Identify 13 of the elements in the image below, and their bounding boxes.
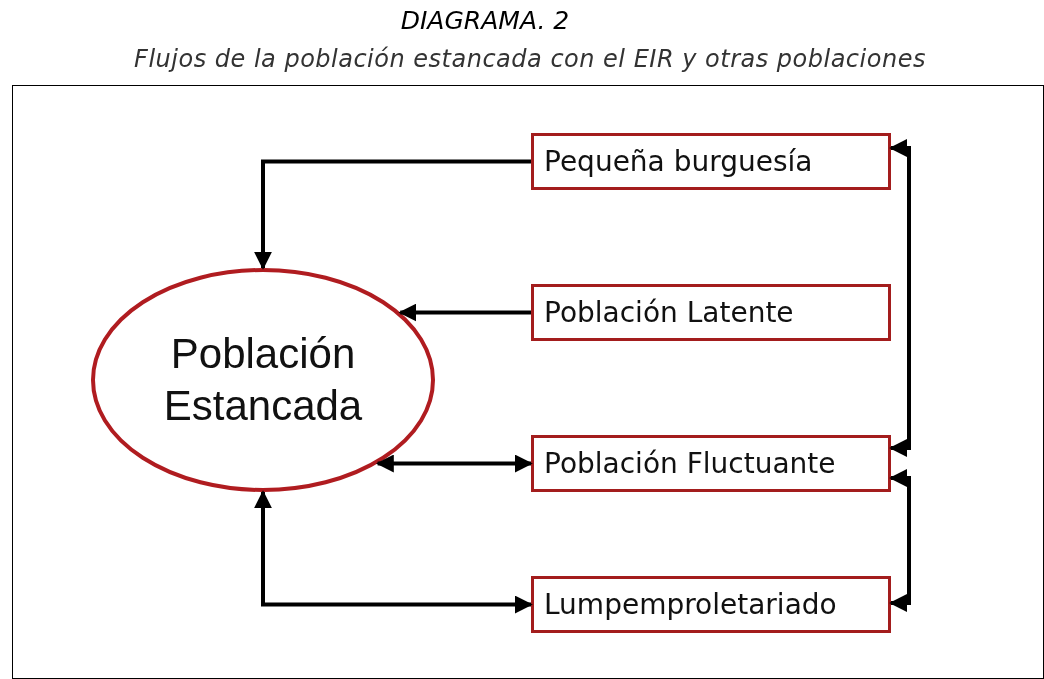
- arrow: [398, 303, 531, 322]
- arrow: [375, 454, 533, 473]
- diagram-caption: Flujos de la población estancada con el EIR y otras poblaciones: [133, 45, 927, 73]
- arrow: [889, 469, 911, 612]
- process-box: Lumpemproletariado: [531, 576, 891, 633]
- diagram-title: DIAGRAMA. 2: [399, 6, 571, 35]
- arrow: [889, 139, 911, 457]
- arrow: [254, 159, 531, 270]
- node-label: Población Estancada: [162, 328, 364, 431]
- process-box: Población Fluctuante: [531, 435, 891, 492]
- process-box: Población Latente: [531, 284, 891, 341]
- process-box: Pequeña burguesía: [531, 133, 891, 190]
- arrow: [254, 490, 533, 614]
